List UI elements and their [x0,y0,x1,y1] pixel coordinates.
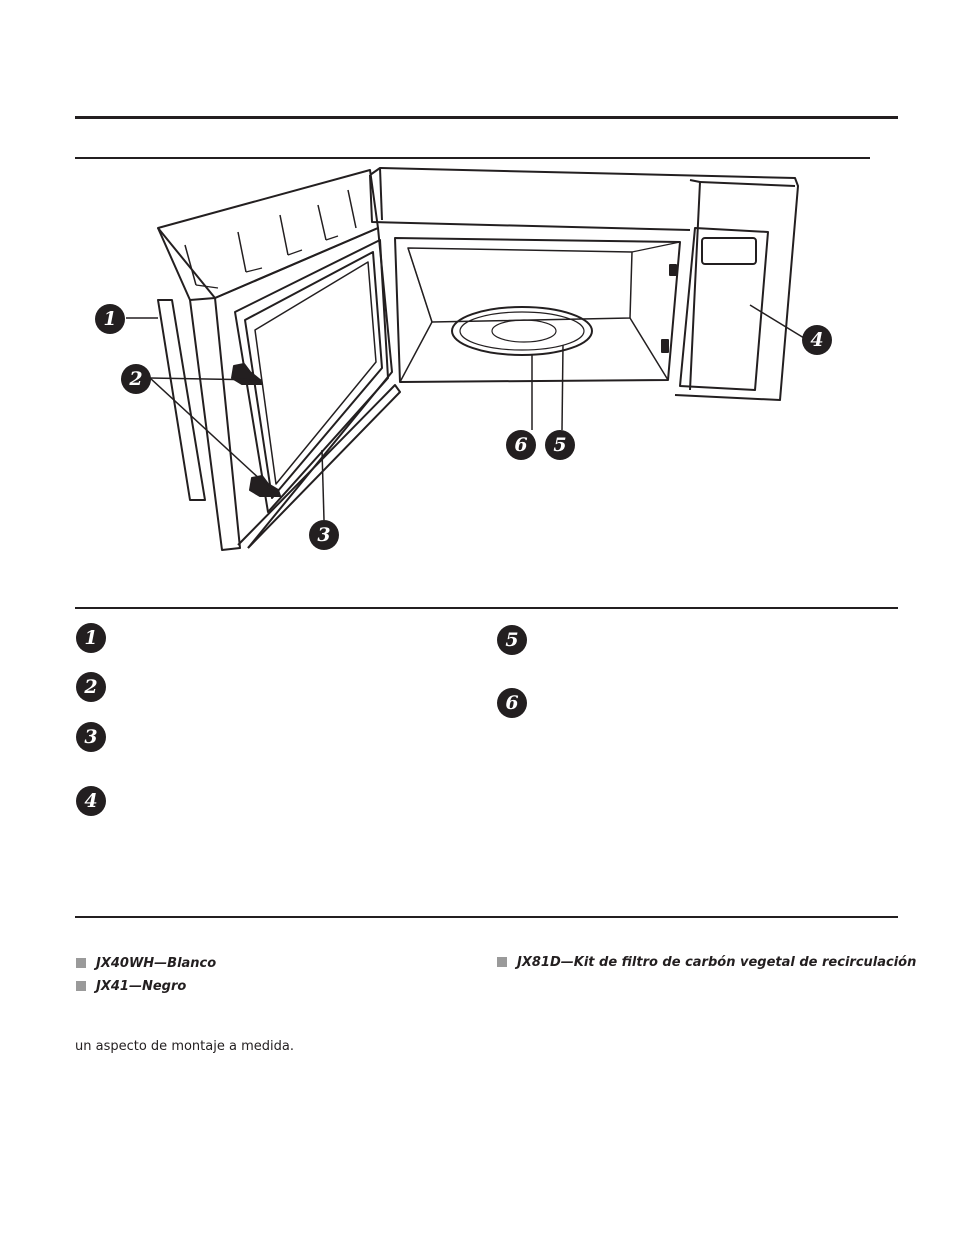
top-rule [75,116,898,119]
legend-badge-4: 4 [76,786,106,816]
legend-badge-2: 2 [76,672,106,702]
legend-badge-5: 5 [497,625,527,655]
legend-badge-1: 1 [76,623,106,653]
bullet-square-icon [76,981,86,991]
microwave-diagram [126,167,805,551]
diagram-top-rule [75,157,870,159]
accessory-item: JX41—Negro [76,979,186,994]
bullet-square-icon [497,957,507,967]
callout-6: 6 [506,430,536,460]
accessory-item: JX40WH—Blanco [76,956,216,971]
accessories-rule [75,916,898,918]
accessory-label: JX40WH—Blanco [96,956,217,971]
legend-badge-3: 3 [76,722,106,752]
bullet-square-icon [76,958,86,968]
microwave-cabinet [369,167,799,401]
accessory-item: JX81D—Kit de filtro de carbón vegetal de… [497,955,916,970]
legend-badge-6: 6 [497,688,527,718]
microwave-door [157,169,401,551]
footer-note: un aspecto de montaje a medida. [75,1039,294,1054]
callout-3: 3 [309,520,339,550]
turntable [451,306,593,356]
accessory-label: JX41—Negro [96,979,187,994]
callout-2: 2 [121,364,151,394]
accessory-label: JX81D—Kit de filtro de carbón vegetal de… [517,955,917,970]
callout-4: 4 [802,325,832,355]
legend-rule [75,607,898,609]
callout-5: 5 [545,430,575,460]
callout-1: 1 [95,304,125,334]
